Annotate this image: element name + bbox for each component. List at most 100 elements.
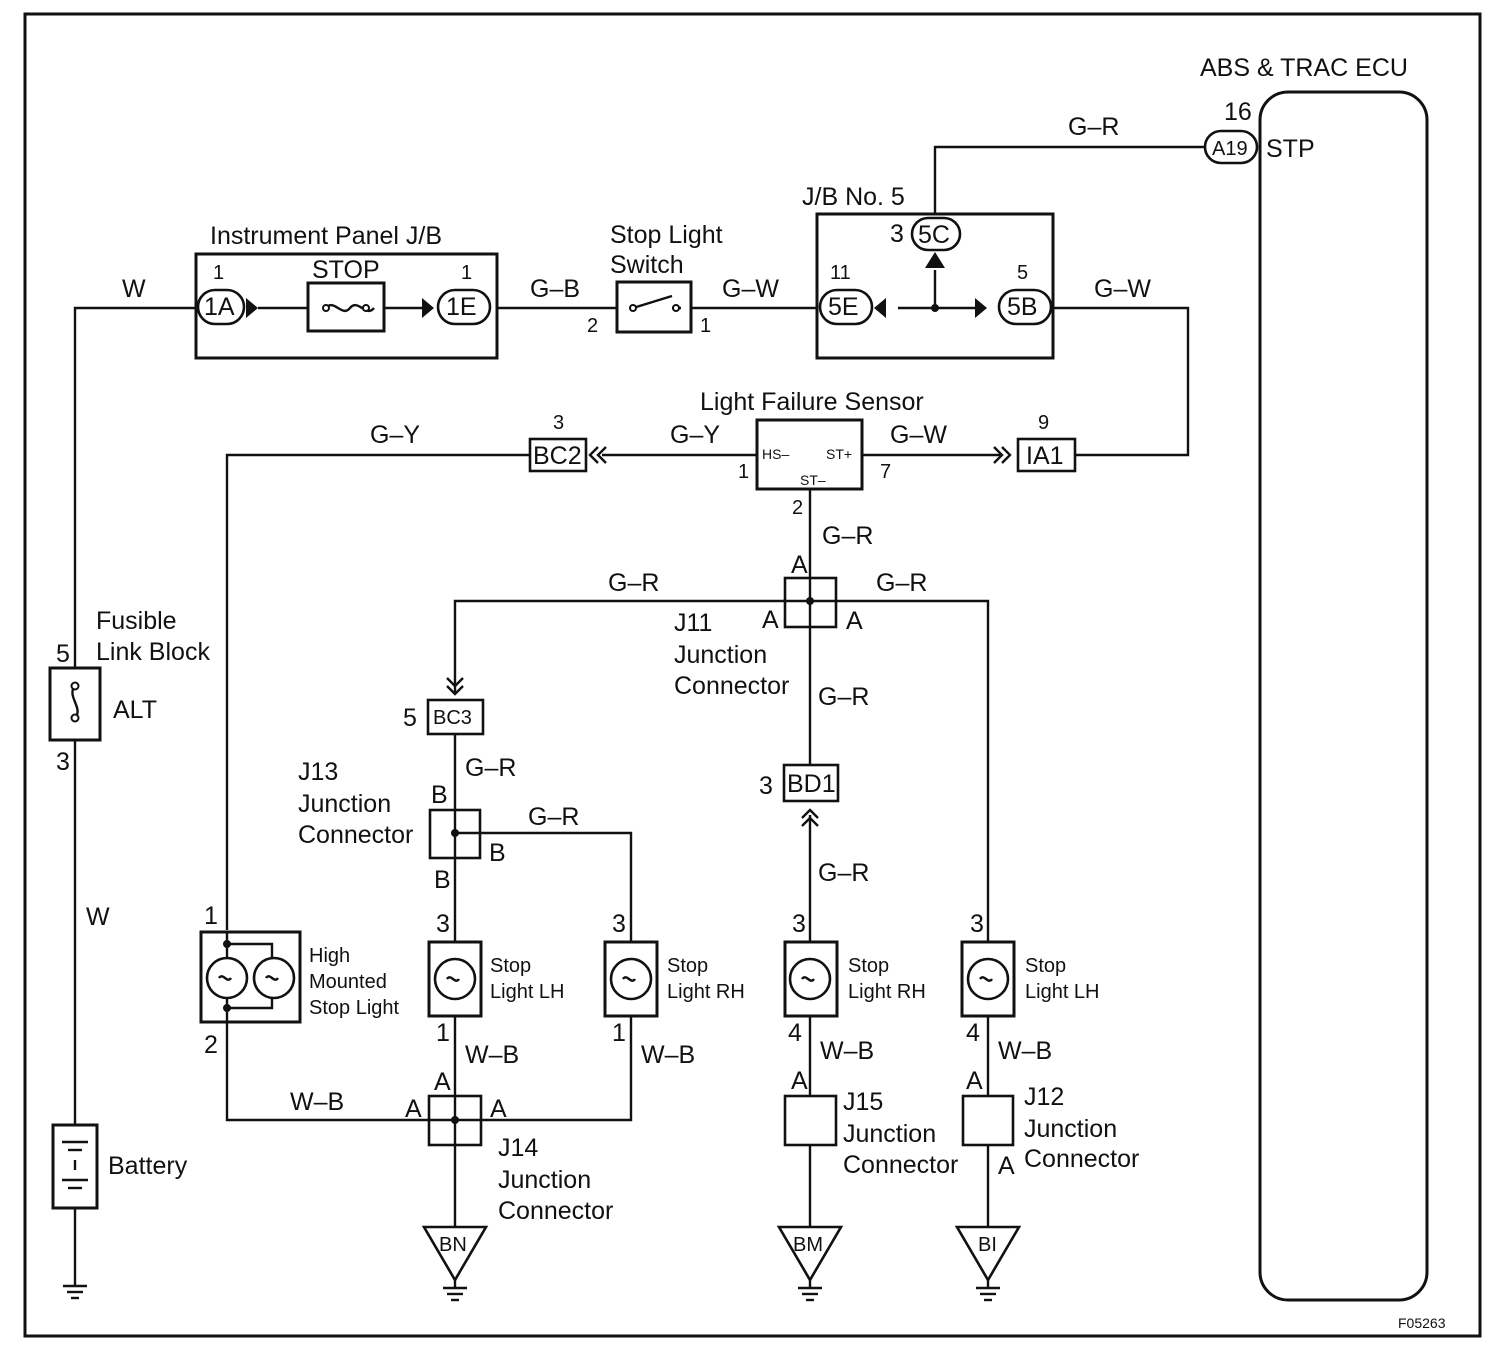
bc2-pin: 3 [553, 412, 564, 434]
stop-rh-1-title-2: Light RH [667, 981, 745, 1003]
wiring [73, 145, 1205, 1286]
figure-code: F05263 [1398, 1315, 1446, 1331]
stop-light-switch-box [615, 280, 693, 334]
stop-switch-title-1: Stop Light [610, 221, 723, 249]
j11-pin-right: A [846, 607, 863, 635]
5c-connector [910, 216, 962, 252]
bc2-label: BC2 [533, 442, 582, 470]
bd1-pin: 3 [759, 772, 773, 800]
ecu-pin-number: 16 [1224, 98, 1252, 126]
fusible-title-1: Fusible [96, 607, 177, 635]
j14-wire-left: W–B [290, 1088, 344, 1116]
stop-rh-1-bulb-icon [609, 957, 653, 1001]
stop-lh-1-title-2: Light LH [490, 981, 565, 1003]
5e-connector [818, 288, 874, 326]
j14-pin-top: A [434, 1068, 451, 1096]
stop-rh-1-title-1: Stop [667, 955, 708, 977]
jb5-right-pin: 5 [1017, 262, 1028, 284]
stop-lh-1-bulb-icon [433, 957, 477, 1001]
stop-rh-2-title-1: Stop [848, 955, 889, 977]
instrument-panel-jb-box [194, 252, 499, 360]
1e-label: 1E [446, 293, 477, 321]
stop-rh-2-pin-bottom: 4 [788, 1019, 802, 1047]
j13-title-3: Connector [298, 821, 413, 849]
stop-lh-1-box [427, 940, 483, 1018]
ground-bm-label: BM [793, 1234, 823, 1256]
1a-terminal-icon [246, 298, 258, 318]
alt-label: ALT [113, 696, 157, 724]
ip-jb-pin-right: 1 [461, 262, 472, 284]
stop-switch-pin-in: 2 [587, 315, 598, 337]
ground-bi-icon [954, 1225, 1022, 1302]
stop-lh-1-title-1: Stop [490, 955, 531, 977]
lfs-st-minus-terminal: ST– [800, 472, 826, 488]
j14-splice-dot [451, 1116, 459, 1124]
stop-lh-2-title-1: Stop [1025, 955, 1066, 977]
ip-jb-pin-left: 1 [213, 262, 224, 284]
j11-splice-dot [806, 597, 814, 605]
ia1-pin: 9 [1038, 412, 1049, 434]
j11-title-2: Junction [674, 641, 767, 669]
1a-connector [196, 288, 246, 326]
j12-title-1: J12 [1024, 1083, 1064, 1111]
j13-pin-right: B [489, 839, 506, 867]
jb5-splice-dot [931, 304, 939, 312]
lfs-title: Light Failure Sensor [700, 388, 924, 416]
j13-wire-right: G–R [528, 803, 579, 831]
hmsl-title-3: Stop Light [309, 997, 400, 1019]
ia1-connector [1016, 437, 1077, 473]
5b-terminal-icon [975, 298, 987, 318]
fusible-pin-bottom: 3 [56, 748, 70, 776]
j15-title-2: Junction [843, 1120, 936, 1148]
lfs-pin-st-plus: 7 [880, 461, 891, 483]
j12-title-3: Connector [1024, 1145, 1139, 1173]
stop-rh-2-title-2: Light RH [848, 981, 926, 1003]
1a-label: 1A [204, 293, 235, 321]
stop-rh-2-bulb-icon [788, 957, 832, 1001]
stop-lh-2-bulb-icon [966, 957, 1010, 1001]
stop-fuse-box [306, 281, 386, 333]
bc3-terminal-icon [446, 677, 464, 696]
ground-bi-label: BI [978, 1234, 997, 1256]
stop-rh-1-pin-bottom: 1 [612, 1019, 626, 1047]
fusible-pin-top: 5 [56, 640, 70, 668]
j12-connector [961, 1094, 1015, 1147]
bc3-label: BC3 [433, 707, 472, 729]
5c-terminal-icon [925, 252, 945, 268]
bd1-terminal-icon [801, 808, 819, 827]
jb5-top-pin: 3 [890, 220, 904, 248]
diagram-border [23, 12, 1482, 1338]
j14-title-2: Junction [498, 1166, 591, 1194]
stop-switch-pin-out: 1 [700, 315, 711, 337]
abs-trac-ecu-box [1258, 90, 1429, 1302]
j15-title-1: J15 [843, 1088, 883, 1116]
fusible-wire: W [86, 903, 110, 931]
stp-terminal-label: STP [1266, 135, 1315, 163]
bd1-connector [782, 763, 840, 803]
5e-terminal-icon [874, 298, 886, 318]
stop-lh-1-wire: W–B [465, 1041, 519, 1069]
j13-pin-bottom: B [434, 866, 451, 894]
stop-lh-1-pin-bottom: 1 [436, 1019, 450, 1047]
stop-rh-2-wire: W–B [820, 1037, 874, 1065]
stop-switch-wire-in: G–B [530, 275, 580, 303]
lfs-hs-terminal: HS– [762, 446, 789, 462]
stop-lh-2-pin-top: 3 [970, 910, 984, 938]
stop-lh-2-wire: W–B [998, 1037, 1052, 1065]
j12-title-2: Junction [1024, 1115, 1117, 1143]
ground-bm-icon [776, 1225, 844, 1302]
5b-label: 5B [1007, 293, 1038, 321]
lfs-wire-st-minus: G–R [822, 522, 873, 550]
battery-label: Battery [108, 1152, 188, 1180]
battery-box [51, 1123, 99, 1210]
j14-pin-right: A [490, 1095, 507, 1123]
j11-wire-down: G–R [818, 683, 869, 711]
ecu-title: ABS & TRAC ECU [1200, 54, 1408, 82]
fusible-title-2: Link Block [96, 638, 210, 666]
light-failure-sensor-box [755, 418, 864, 491]
jb5-box [815, 212, 1055, 360]
hmsl-bulb-left-icon [205, 956, 249, 1000]
stop-lh-2-box [960, 940, 1016, 1018]
lfs-wire-hs: G–Y [670, 421, 720, 449]
